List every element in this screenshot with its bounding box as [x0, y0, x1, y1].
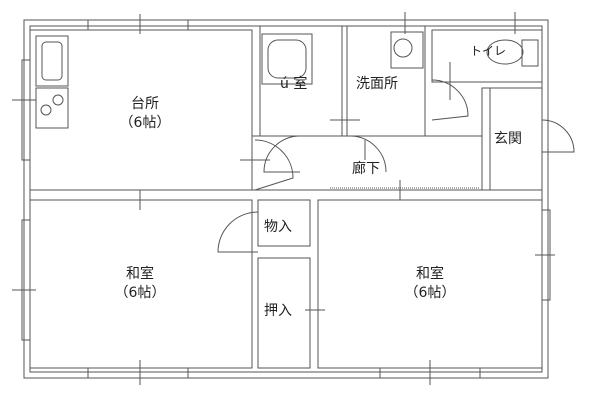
room-size: （6帖） [114, 285, 166, 301]
storage-label: 物入 [264, 219, 292, 235]
window [21, 59, 31, 161]
sink-icon [35, 35, 69, 87]
storage-room [257, 199, 311, 247]
kitchen-door-swing [254, 139, 294, 191]
window [87, 19, 189, 31]
bath-door-swing [263, 135, 301, 173]
burner-icon [40, 104, 52, 116]
entrance-label: 玄関 [494, 131, 522, 147]
washbasin-icon [390, 31, 424, 69]
corridor [251, 135, 483, 191]
toilet-door-swing [431, 79, 469, 121]
closet-room [257, 257, 311, 369]
washbasin-bowl-icon [393, 38, 413, 58]
closet-label: 押入 [264, 303, 292, 319]
washroom-door-swing [349, 135, 387, 173]
washitsu-right-label: 和室 （6帖） [385, 265, 475, 303]
outer-wall [23, 19, 549, 379]
storage-door-swing [217, 211, 259, 253]
entrance-door-swing [541, 119, 575, 153]
toilet-label: トイレ [470, 44, 507, 58]
sink-basin-icon [41, 41, 63, 81]
corridor-label: 廊下 [352, 161, 380, 177]
stove-icon [35, 87, 69, 129]
bath-label: ú 室 [280, 76, 308, 92]
toilet-room [431, 29, 543, 83]
bathtub-basin-icon [267, 39, 307, 79]
window [87, 367, 189, 379]
burner-icon [52, 94, 64, 106]
toilet-bowl-icon [486, 39, 524, 65]
kitchen-label: 台所 （6帖） [100, 95, 190, 133]
bathtub-icon [261, 33, 313, 85]
room-name: 和室 [416, 266, 444, 282]
window [21, 219, 31, 341]
washroom-label: 洗面所 [356, 76, 398, 92]
room-name: 和室 [126, 266, 154, 282]
room-name: 台所 [131, 96, 159, 112]
room-size: （6帖） [119, 115, 171, 131]
grid-marks [12, 12, 555, 385]
room-size: （6帖） [404, 285, 456, 301]
washitsu-left-label: 和室 （6帖） [95, 265, 185, 303]
toilet-tank-icon [521, 39, 539, 67]
